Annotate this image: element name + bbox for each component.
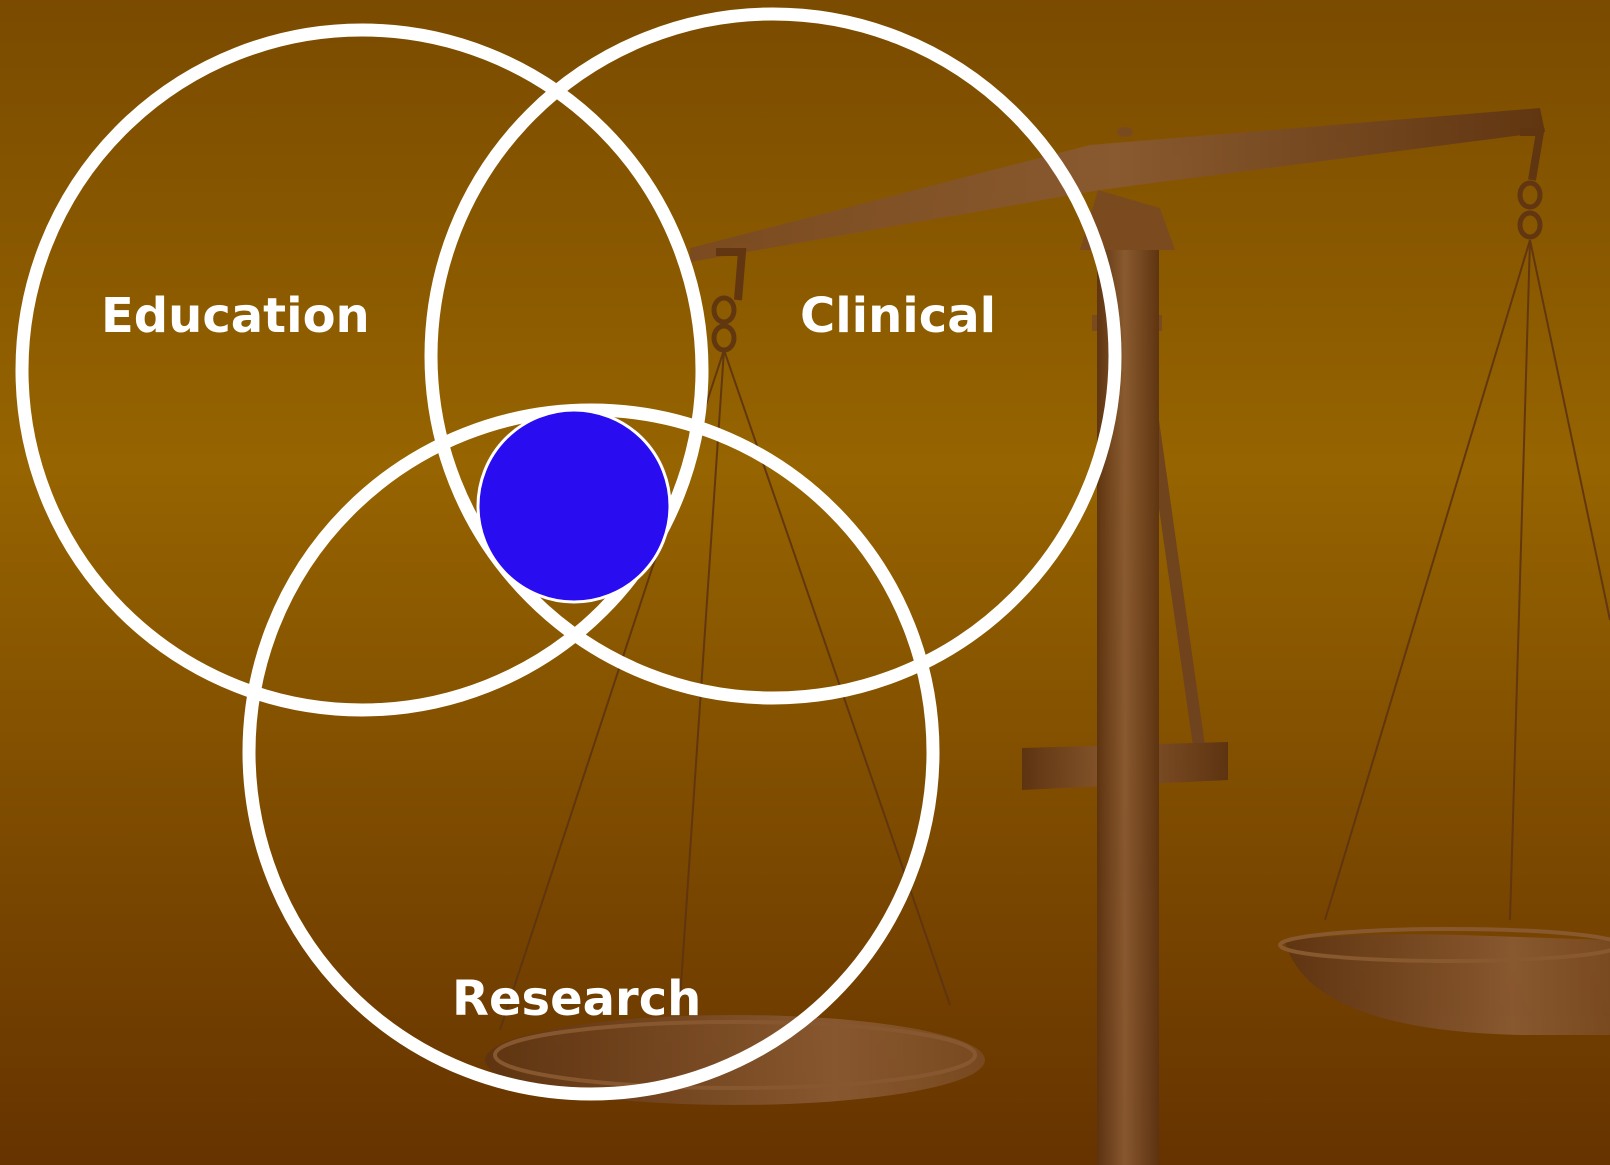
education-label: Education	[101, 288, 370, 344]
scale-pivot	[1080, 190, 1175, 250]
clinical-label: Clinical	[800, 288, 996, 344]
scale-beam-knob	[1117, 127, 1133, 137]
center-overlap-dot	[476, 408, 672, 604]
scale-beam	[690, 108, 1545, 262]
clinical-circle	[424, 7, 1122, 705]
education-circle	[15, 23, 709, 717]
scale-of-justice-image	[485, 108, 1610, 1165]
right-hanger	[1520, 128, 1545, 181]
research-label: Research	[452, 971, 701, 1027]
scale-pillar	[1097, 250, 1159, 1165]
left-hanger	[716, 248, 747, 301]
